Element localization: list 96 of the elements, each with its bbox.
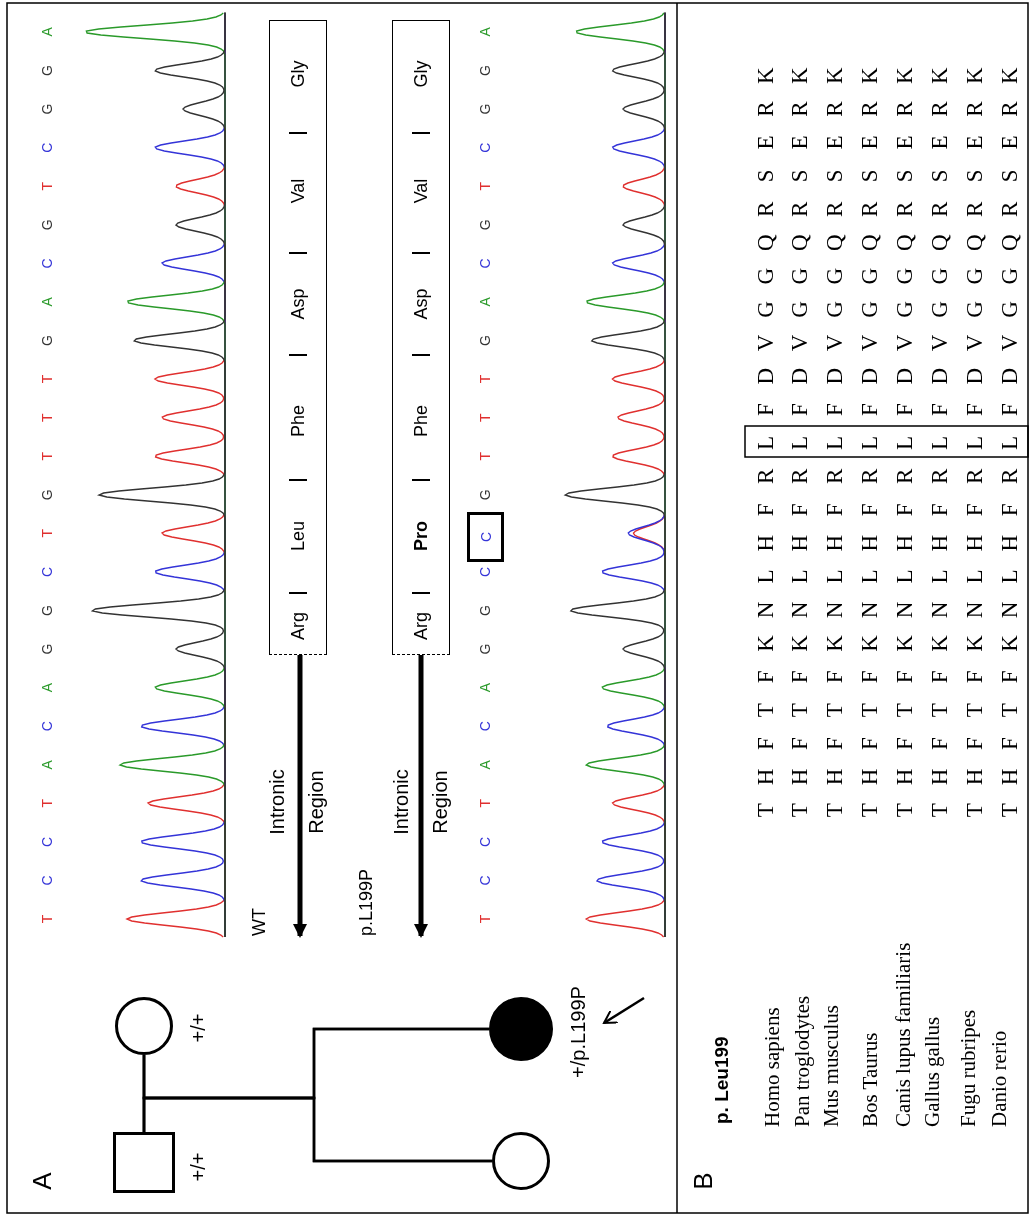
genotype-label: +/+ (186, 1152, 210, 1182)
amino-acid-label: Phe (287, 405, 309, 437)
amino-acid-label: Val (287, 178, 309, 204)
base-call-letter: T (477, 413, 493, 422)
genotype-label: +/+ (186, 1013, 210, 1043)
base-call-letter: G (39, 489, 55, 501)
amino-acid-label: Val (410, 178, 432, 204)
base-call-letter: T (477, 799, 493, 808)
base-call-letter: G (477, 65, 493, 76)
base-call-letter: C (39, 142, 55, 153)
base-call-letter: T (39, 529, 55, 538)
amino-acid-label: Gly (287, 60, 309, 88)
protein-sequence-row-text: T H F T F K N L H F R L F D V G G Q R S E R K (892, 66, 918, 820)
panel-label: A (26, 1172, 58, 1190)
base-call-letter: C (477, 566, 493, 577)
base-call-letter: C (477, 875, 493, 886)
base-call-letter: C (477, 836, 493, 847)
amino-acid-label: Asp (287, 288, 309, 320)
base-call-letter: A (39, 682, 55, 693)
square-symbol (113, 1132, 175, 1193)
base-call-letter: A (39, 297, 55, 307)
species-name: Gallus gallus (919, 1016, 945, 1127)
species-name: Bos Taurus (857, 1032, 883, 1127)
base-call-letter: T (39, 374, 55, 384)
base-call-letter: A (39, 27, 55, 37)
base-call-letter: C (39, 258, 55, 269)
amino-acid-sequence-box (392, 20, 450, 655)
base-call-letter: C (477, 721, 493, 732)
amino-acid-label: Leu (287, 521, 309, 551)
base-call-letter: C (39, 721, 55, 732)
protein-sequence-row-text: T H F T F K N L H F R L F D V G G Q R S E R K (962, 66, 988, 820)
arrow (603, 996, 645, 1025)
base-call-letter: G (39, 605, 55, 616)
base-call-letter: T (477, 914, 493, 924)
base-call-letter: A (477, 27, 493, 37)
base-call-letter: T (39, 181, 55, 191)
base-call-letter: G (477, 605, 493, 616)
protein-sequence-row-text: T H F T F K N L H F R L F D V G G Q R S E R K (857, 66, 883, 820)
species-name: Homo sapiens (759, 1007, 785, 1127)
base-call-letter: A (477, 760, 493, 770)
protein-sequence-row-text: T H F T F K N L H F R L F D V G G Q R S E R K (997, 66, 1023, 820)
base-call-letter: C (39, 875, 55, 886)
edge-label: Intronic Region (389, 768, 452, 837)
amino-acid-label: Gly (410, 60, 432, 88)
edge-label: Intronic Region (265, 768, 328, 837)
base-call-letter: T (477, 374, 493, 384)
base-call-letter: G (39, 65, 55, 76)
species-name: Pan troglodytes (789, 995, 815, 1127)
base-call-letter: T (39, 914, 55, 924)
filled-circle-symbol (489, 997, 553, 1061)
alignment-heading: p. Leu199 (711, 1036, 733, 1124)
amino-acid-label: Arg (410, 612, 432, 640)
species-name: Mus musculus (818, 1005, 844, 1127)
amino-acid-label: Asp (410, 288, 432, 320)
species-name: Canis lupus familiaris (890, 942, 916, 1127)
species-name: Danio rerio (986, 1030, 1012, 1127)
base-call-letter: A (477, 297, 493, 307)
base-call-letter: G (477, 643, 493, 655)
arrow (414, 655, 428, 938)
protein-sequence-row-text: T H F T F K N L H F R L F D V G G Q R S E R K (787, 66, 813, 820)
amino-acid-label: Pro (410, 521, 432, 551)
base-call-letter: G (39, 335, 55, 346)
pedigree-line (142, 1027, 489, 1100)
protein-sequence-row-text: T H F T F K N L H F R L F D V G G Q R S E R K (822, 66, 848, 820)
protein-sequence-row-text: T H F T F K N L H F R L F D V G G Q R S E R K (927, 66, 953, 820)
circle-symbol (115, 997, 173, 1055)
amino-acid-sequence-box (269, 20, 327, 655)
base-call-letter: T (39, 799, 55, 808)
base-call-letter: G (39, 219, 55, 231)
sequence-label: WT (248, 908, 270, 936)
panel-label: B (687, 1172, 719, 1190)
base-call-letter: T (39, 413, 55, 422)
base-call-letter: G (477, 219, 493, 231)
base-call-letter: C (477, 258, 493, 269)
sequence-label: p.L199P (355, 868, 377, 936)
arrow (293, 655, 307, 938)
base-call-letter: G (477, 103, 493, 115)
base-call-letter: A (477, 682, 493, 693)
highlighted-base: C (467, 512, 504, 562)
genotype-label: +/p.L199P (566, 986, 590, 1078)
base-call-letter: G (477, 489, 493, 501)
base-call-letter: T (477, 451, 493, 461)
base-call-letter: T (477, 181, 493, 191)
base-call-letter: C (39, 566, 55, 577)
amino-acid-label: Arg (287, 612, 309, 640)
base-call-letter: G (477, 335, 493, 346)
base-call-letter: C (39, 836, 55, 847)
amino-acid-label: Phe (410, 405, 432, 437)
base-call-letter: C (477, 142, 493, 153)
species-name: Fugu rubripes (955, 1009, 981, 1127)
base-call-letter: G (39, 103, 55, 115)
base-call-letter: T (39, 451, 55, 461)
circle-symbol (492, 1132, 550, 1190)
base-call-letter: A (39, 760, 55, 770)
protein-sequence-row-text: T H F T F K N L H F R L F D V G G Q R S E R K (753, 66, 779, 820)
base-call-letter: G (39, 643, 55, 655)
